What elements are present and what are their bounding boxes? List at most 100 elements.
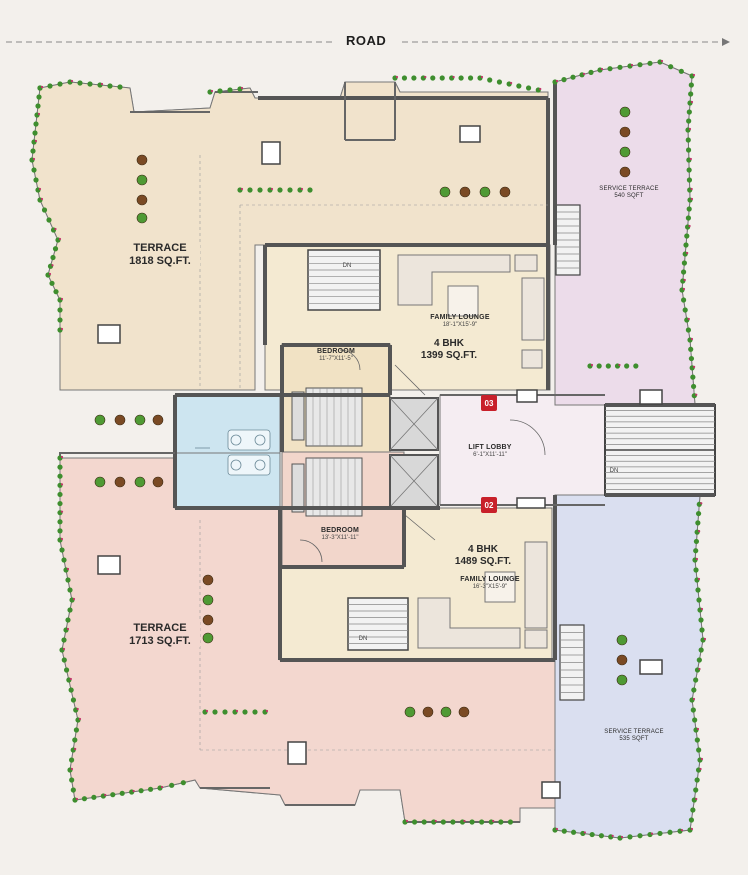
plant-icon (696, 597, 702, 603)
plant-icon (637, 62, 643, 68)
plant-icon (617, 64, 623, 70)
flower-icon (583, 831, 586, 834)
flower-icon (60, 510, 64, 513)
flower-icon (70, 79, 74, 83)
plant-icon (690, 807, 696, 813)
flower-icon (405, 819, 409, 823)
flower-icon (60, 455, 64, 459)
road-arrow-icon (722, 38, 730, 46)
flower-icon (48, 272, 52, 276)
shrub-icon (202, 614, 214, 626)
plant-icon (696, 657, 702, 663)
plant-icon (450, 819, 456, 825)
flower-icon (78, 717, 82, 721)
plant-icon (668, 64, 674, 70)
plant-icon (598, 833, 605, 839)
plant-icon (516, 83, 522, 89)
family-lounge-south-name: FAMILY LOUNGE (460, 576, 520, 583)
plant-icon (693, 538, 700, 545)
shrub-icon (202, 574, 214, 586)
flower-icon (75, 797, 79, 801)
plant-icon (67, 607, 73, 613)
shrub-icon (136, 194, 148, 206)
flower-icon (205, 709, 209, 713)
flower-icon (510, 81, 513, 85)
flower-icon (54, 227, 57, 231)
flower-icon (689, 157, 692, 161)
flower-icon (492, 819, 495, 823)
flower-icon (58, 237, 62, 241)
plant-icon (36, 94, 42, 100)
flower-icon (680, 829, 684, 832)
unit-03-type: 4 BHK (433, 338, 464, 349)
plant-icon (633, 363, 639, 369)
flower-icon (60, 537, 64, 541)
shrub-icon (94, 414, 106, 426)
flower-icon (700, 757, 704, 761)
family-lounge-north-dims: 18'-1"X15'-9" (442, 322, 478, 329)
plant-icon (47, 83, 53, 89)
plant-icon (180, 780, 186, 786)
flower-icon (692, 73, 696, 77)
plant-icon (667, 829, 673, 835)
plant-icon (688, 817, 695, 823)
flower-icon (695, 797, 698, 801)
plant-icon (561, 828, 567, 834)
plant-icon (57, 473, 63, 479)
plant-icon (683, 242, 689, 248)
main-staircase (604, 404, 716, 496)
stair-unit-03 (307, 249, 381, 311)
shrub-icon (619, 106, 631, 118)
stair-service-southeast (559, 624, 585, 701)
plant-icon (110, 792, 116, 798)
flower-icon (66, 567, 70, 571)
plant-icon (57, 528, 63, 534)
plant-icon (91, 794, 97, 800)
unit-02-type: 4 BHK (467, 544, 498, 555)
flower-icon (60, 327, 64, 331)
plant-icon (688, 82, 694, 88)
unit-03-area: 1399 SQ.FT. (420, 349, 478, 361)
plant-icon (67, 587, 73, 593)
shrub-icon (619, 166, 631, 178)
flower-icon (687, 317, 690, 321)
plant-icon (242, 709, 248, 715)
plant-icon (678, 68, 684, 74)
flower-icon (697, 577, 701, 581)
flower-icon (265, 709, 269, 713)
plant-icon (46, 217, 52, 223)
plant-icon (69, 757, 75, 763)
plant-icon (65, 617, 71, 623)
flower-icon (698, 530, 701, 533)
plant-icon (247, 187, 253, 193)
plant-icon (692, 717, 698, 723)
shrub-icon (459, 186, 471, 198)
plant-icon (217, 88, 223, 94)
flower-icon (590, 363, 594, 367)
plant-icon (222, 709, 228, 715)
bedroom-south-name: BEDROOM (321, 527, 359, 534)
plant-icon (50, 254, 56, 261)
plant-icon (693, 548, 699, 554)
flower-icon (66, 627, 70, 631)
family-lounge-north-label: FAMILY LOUNGE 18'-1"X15'-9" (415, 314, 505, 329)
flower-icon (650, 832, 654, 835)
lift-lobby-label: LIFT LOBBY 6'-1"X11'-11" (455, 444, 525, 459)
service-terrace-east-label: SERVICE TERRACE 540 SQFT (585, 186, 673, 200)
plant-icon (695, 587, 701, 593)
plant-icon (117, 84, 123, 90)
lift-lobby-area (439, 394, 606, 506)
shrub-icon (458, 706, 470, 718)
lift-lobby-name: LIFT LOBBY (468, 444, 512, 451)
lift-lobby-dims: 6'-1"X11'-11" (473, 452, 507, 459)
plant-icon (469, 819, 475, 825)
plant-icon (52, 246, 59, 252)
flower-icon (692, 697, 696, 701)
plant-icon (681, 269, 687, 275)
plant-icon (458, 75, 464, 81)
flower-icon (395, 75, 399, 79)
shrub-icon (136, 154, 148, 166)
plant-icon (695, 520, 701, 526)
plant-icon (607, 66, 613, 72)
flower-icon (62, 647, 66, 651)
